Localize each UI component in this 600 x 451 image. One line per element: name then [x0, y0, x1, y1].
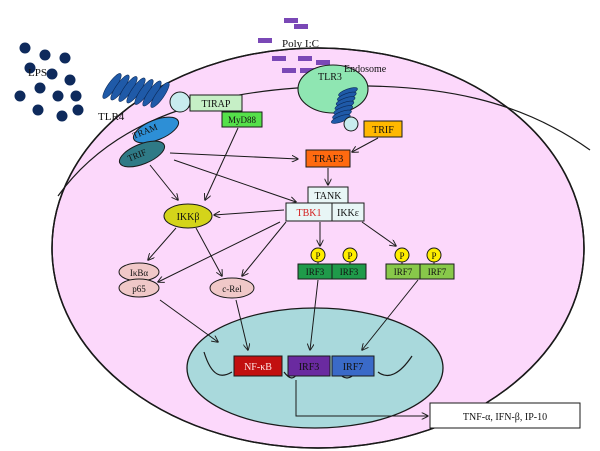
irf3-a-phospho-label: P	[315, 251, 320, 261]
lps-dot	[72, 104, 84, 116]
irf3-b-box	[331, 263, 367, 280]
lps-dot	[39, 49, 51, 61]
tlr3-tir-domain	[343, 116, 359, 132]
lps-dot	[34, 82, 46, 94]
nfkb-box	[233, 355, 283, 377]
nfkb-label: NF-κB	[244, 362, 272, 373]
output-box	[429, 402, 581, 429]
lps-dot	[70, 90, 82, 102]
poly-ic-fragment	[284, 18, 298, 23]
tlr3-label: TLR3	[318, 72, 342, 83]
myd88-label: MyD88	[228, 115, 257, 125]
irf3-a-phospho	[310, 247, 326, 263]
tlr3-receptor	[331, 87, 358, 124]
poly-ic-fragment	[282, 68, 296, 73]
tirap-box	[189, 94, 243, 112]
output-label: TNF-α, IFN-β, IP-10	[463, 412, 547, 423]
myd88-box	[221, 111, 263, 128]
irf7-a-phospho	[394, 247, 410, 263]
lps-dot	[19, 42, 31, 54]
crel-ellipse	[209, 277, 255, 299]
irf7-b-box	[419, 263, 455, 280]
irf3-b-phospho-label: P	[347, 251, 352, 261]
p65-ellipse	[118, 278, 160, 298]
tank-label: TANK	[315, 191, 343, 202]
ikba-label: IκBα	[130, 268, 149, 278]
lps-dot	[46, 68, 58, 80]
lps-dot	[64, 74, 76, 86]
tirap-label: TIRAP	[202, 99, 231, 110]
irf3-a-label: IRF3	[306, 267, 325, 277]
poly-ic-fragment	[316, 60, 330, 65]
lps-label: LPS	[28, 67, 47, 79]
nuc-irf7-label: IRF7	[343, 362, 364, 373]
irf7-b-label: IRF7	[428, 267, 447, 277]
lps-dots	[14, 42, 84, 122]
tlr4-receptor	[102, 73, 170, 108]
p65-label: p65	[132, 284, 146, 294]
traf3-label: TRAF3	[313, 154, 344, 165]
poly-ic-fragment	[258, 38, 272, 43]
irf7-b-phospho	[426, 247, 442, 263]
poly-ic-fragment	[294, 24, 308, 29]
trif-membrane-ellipse	[118, 140, 166, 168]
poly-ic-fragment	[272, 56, 286, 61]
ikkb-ellipse	[163, 203, 213, 229]
crel-label: c-Rel	[222, 284, 242, 294]
irf7-a-phospho-label: P	[399, 251, 404, 261]
ikke-label: IKKε	[337, 208, 359, 219]
lps-dot	[14, 90, 26, 102]
nuc-irf3-box	[287, 355, 331, 377]
tbk1-label: TBK1	[297, 208, 322, 219]
lps-dot	[24, 62, 36, 74]
irf7-b-phospho-label: P	[431, 251, 436, 261]
tlr4-tir-domain	[169, 91, 191, 113]
lps-dot	[32, 104, 44, 116]
ikkb-label: IKKβ	[177, 212, 200, 223]
trif-endosome-box	[363, 120, 403, 138]
nuc-irf3-label: IRF3	[299, 362, 320, 373]
ikke-box	[331, 202, 365, 222]
lps-dot	[59, 52, 71, 64]
traf3-box	[305, 149, 351, 168]
poly-ic-fragment	[300, 68, 314, 73]
nuc-irf7-box	[331, 355, 375, 377]
pathway-arrows	[148, 127, 428, 416]
irf7-a-label: IRF7	[394, 267, 413, 277]
poly-ic-fragment	[298, 56, 312, 61]
tlr4-coil	[150, 82, 170, 108]
lps-dot	[52, 90, 64, 102]
irf3-b-label: IRF3	[340, 267, 359, 277]
irf3-b-phospho	[342, 247, 358, 263]
poly-ic-label: Poly I:C	[282, 38, 319, 50]
tlr4-label: TLR4	[98, 111, 125, 123]
tlr3-coil	[331, 114, 351, 124]
endosome-label: Endosome	[344, 64, 387, 75]
lps-dot	[56, 110, 68, 122]
tram-ellipse	[132, 116, 180, 144]
trif-endosome-label: TRIF	[372, 125, 394, 136]
dna-strand	[203, 351, 233, 376]
